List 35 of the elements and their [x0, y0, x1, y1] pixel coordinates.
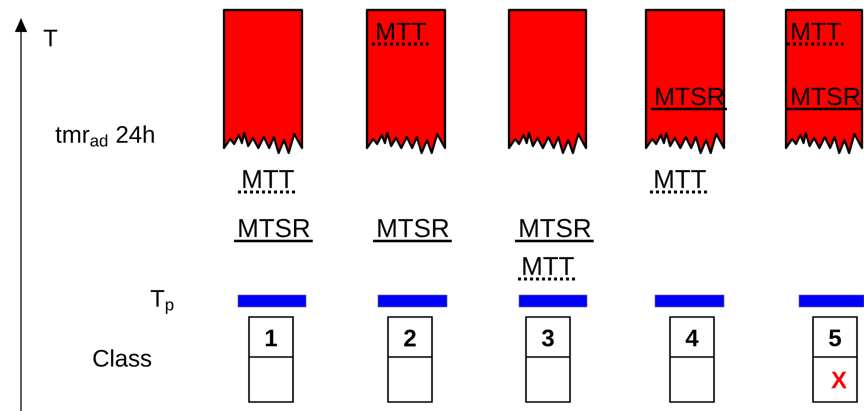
- axis-label: Class: [93, 349, 152, 367]
- cross-mark: X: [831, 372, 847, 388]
- temperature-bar: [798, 294, 864, 308]
- underlined-label: MTSR: [515, 218, 594, 242]
- jagged-bar: [644, 8, 727, 154]
- jagged-bar: [222, 8, 304, 154]
- temperature-bar: [238, 294, 306, 308]
- class-box: [248, 316, 294, 403]
- axis-label: T: [44, 30, 58, 46]
- underlined-label: MTT: [238, 170, 297, 194]
- underlined-label: MTT: [650, 170, 709, 194]
- temperature-bar: [378, 294, 448, 308]
- axis-label: tmr$_{ad}$ 24h: [56, 125, 154, 147]
- class-number: 1: [266, 330, 277, 346]
- class-number: 5: [829, 330, 841, 346]
- jagged-bar: [366, 8, 446, 154]
- underlined-label: MTSR: [234, 218, 313, 242]
- axis-label: T$_{p}$: [150, 290, 174, 314]
- class-box: [525, 316, 571, 403]
- class-number: 2: [404, 330, 416, 346]
- underlined-label: MTT: [787, 22, 844, 46]
- temperature-bar: [518, 294, 588, 308]
- underlined-label: MTT: [518, 257, 577, 280]
- class-box: [387, 316, 433, 403]
- class-box: [812, 316, 858, 403]
- underlined-label: MTSR: [373, 218, 452, 242]
- underlined-label: MTT: [372, 22, 429, 46]
- underlined-label: MTSR: [651, 88, 727, 110]
- underlined-label: MTSR: [787, 88, 863, 110]
- jagged-bar: [784, 8, 864, 154]
- class-number: 3: [542, 330, 554, 346]
- temperature-bar: [654, 294, 724, 308]
- class-number: 4: [686, 330, 699, 346]
- jagged-bar: [508, 8, 588, 154]
- class-box: [669, 316, 715, 403]
